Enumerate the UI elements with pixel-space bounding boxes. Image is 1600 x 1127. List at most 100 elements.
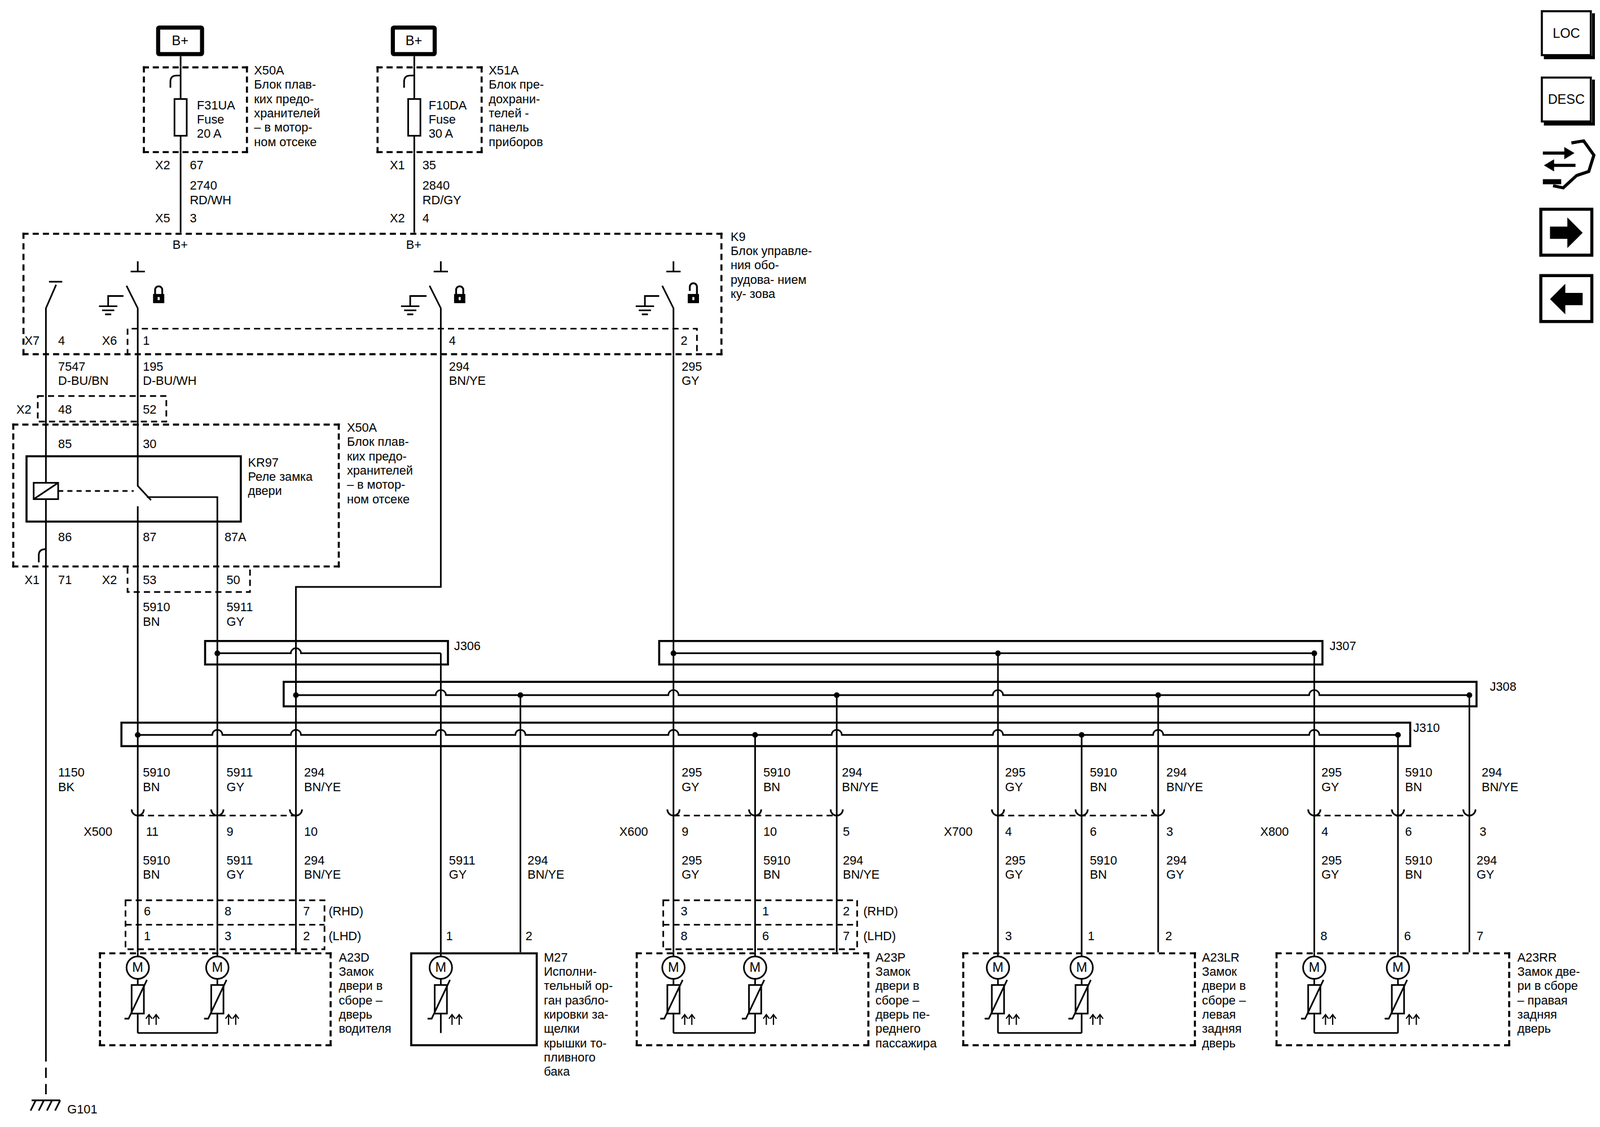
motor-symbol [662,956,685,979]
junction-dot [752,731,758,738]
switch-ground-lead [644,296,659,307]
component-id: A23D [338,950,369,965]
pin-number: 1 [445,928,453,943]
wire [672,665,675,952]
component-description: Блок управле- ния обо- рудова- нием ку- … [730,243,817,301]
wire-label: 295 GY [681,853,774,882]
component-description: Исполни- тельный ор- ган разбло- кировки… [543,964,618,1079]
relay: KR97Реле замка двери [25,455,242,523]
thermistor-arrows [1005,1014,1020,1025]
nav-button [1540,275,1592,322]
nav-arrow-left [1549,283,1583,315]
motor-symbol [1386,956,1410,979]
lock-keyhole [157,296,160,300]
switch-contact [49,280,63,283]
pin-number: 1 [143,928,151,943]
pin-number: 2 [525,928,533,943]
connector-id: X2 [155,157,171,173]
switch-blade [429,285,441,355]
thermistor-mark [1300,979,1324,1019]
motor-symbol-text: M [1308,960,1321,975]
pin-number: 85 [58,436,72,451]
pin-number: 3 [1479,824,1487,839]
pin-number: 6 [1404,928,1412,943]
pin-number: 1 [1087,928,1095,943]
nav-icon-arrow [1543,151,1566,155]
thermistor-arrows [449,1014,463,1025]
nav-icon-wrench [1543,178,1562,184]
ground-symbol [635,306,655,315]
splice-bus [673,652,1315,654]
junction-dot [1395,731,1401,738]
nav-icon-arrow [1564,146,1575,160]
relay-output-wire [137,522,218,568]
wire-label: 294 BN/YE [449,359,542,389]
connector-id: X6 [102,333,118,348]
wire-label: 294 BN/YE [304,853,397,882]
control-module: K9Блок управле- ния обо- рудова- нием ку… [22,232,723,355]
wire-label: 5910 BN [142,853,235,882]
thermistor-mark [427,979,451,1019]
wire [295,706,297,952]
motor-symbol [126,956,149,979]
ground-id: G101 [67,1101,98,1116]
pin-number: 2 [302,928,310,943]
pin-number: 5 [842,824,850,839]
connector-id: X1 [389,157,406,173]
wire-label: 295 GY [1321,853,1414,882]
wire [1157,706,1159,952]
pin-number: 8 [680,928,688,943]
thermistor-mark [660,979,683,1019]
pin-number: 7 [1476,928,1484,943]
pin-number: 8 [1320,928,1327,943]
splice-pack: J306 [204,639,450,666]
pin-number: 4 [1321,824,1329,839]
pin-number: 10 [763,824,777,839]
junction-dot [214,649,221,656]
motor-common [1314,1031,1399,1034]
pin-number: 8 [224,903,232,918]
pin-number: 48 [58,402,72,417]
fuse-lead [179,66,182,154]
motor-common [137,1031,218,1034]
wire-label: 294 BN/YE [527,853,620,882]
pin-number: 3 [1005,928,1013,943]
wire [1396,746,1399,953]
wire [1468,706,1471,952]
relay-contact [137,423,152,501]
variant-note: (LHD) [863,928,896,943]
thermistor-mark [124,979,148,1019]
switch-blade [45,284,56,356]
nav-icon-arrow [1544,159,1555,172]
motor-symbol-text: M [1392,960,1404,975]
relay-coil [33,482,59,500]
wire-label: 294 GY [1166,853,1259,882]
wire [216,665,219,952]
ground-symbol [30,1100,60,1111]
pin-number: B+ [406,237,422,252]
pin-number: 87A [224,529,247,544]
pin-number: 4 [58,333,65,348]
pin-number: 10 [304,824,318,839]
connector-id: X600 [619,824,649,839]
thermistor-arrows [146,1014,160,1025]
wire-label: 294 BN/YE [1481,765,1574,795]
wire-label: 295 GY [1005,765,1098,795]
pin-number: 6 [1405,824,1413,839]
pin-number: 3 [189,211,197,226]
pin-number: 1 [142,333,150,348]
switch-ground-lead [108,296,124,307]
pin-number: 4 [422,211,430,226]
pin-number: B+ [172,237,188,252]
wire [996,665,999,952]
pin-number: 3 [680,903,688,918]
splice-bus [296,689,1470,696]
wire-label: 295 GY [681,765,774,795]
pin-number: 53 [142,572,157,587]
component-description: Реле замка двери [248,469,318,499]
fuel-door-actuator: M27Исполни- тельный ор- ган разбло- киро… [410,951,538,1046]
component-id: A23RR [1517,950,1557,965]
wire [296,354,442,681]
nav-icon: DESC [1540,76,1592,123]
